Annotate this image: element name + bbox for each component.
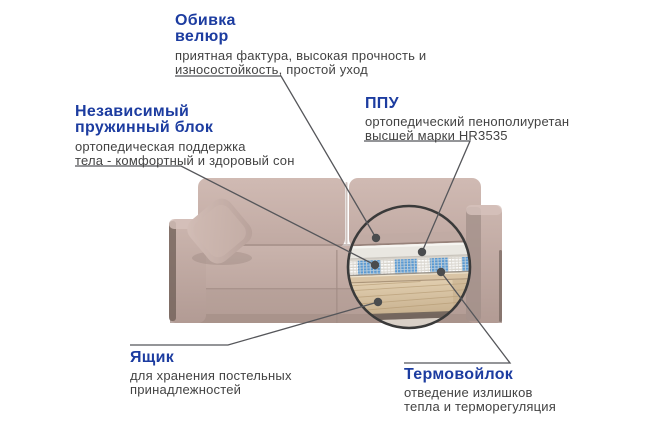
pillow (187, 198, 253, 264)
feature-spring-block-description: ортопедическая поддержка тела - комфортн… (75, 138, 295, 168)
callout-line-storage-box (130, 301, 379, 346)
layer-foam-highlight (348, 241, 470, 250)
armrest-right-top (466, 205, 502, 215)
seat-center-seam (336, 250, 338, 323)
callout-dots (370, 233, 446, 307)
feature-ppu-title: ППУ (365, 95, 399, 112)
callout-line-thermo-felt (404, 271, 512, 364)
layer-springs-bottom-line (348, 270, 470, 277)
feature-ppu-description: ортопедический пенополиуретан высшей мар… (365, 114, 570, 144)
layer-wood-box (348, 278, 470, 316)
feature-upholstery-title: Обивка велюр (175, 12, 236, 46)
callout-dot-storage-box (373, 297, 383, 307)
feature-spring-block: Независимый пружинный блок ортопедическа… (75, 103, 385, 168)
layer-foam-bottom-line (348, 253, 470, 260)
feature-storage-box-description: для хранения постельных принадлежностей (130, 368, 292, 398)
feature-upholstery: Обивка велюр приятная фактура, высокая п… (175, 12, 485, 77)
callout-dot-thermo-felt (436, 267, 446, 277)
feature-upholstery-description: приятная фактура, высокая прочность и из… (175, 47, 427, 77)
layer-thermo-felt (348, 271, 470, 284)
callout-line-upholstery (175, 75, 377, 239)
back-cushion-right (349, 178, 481, 248)
feature-thermo-felt: Термовойлок отведение излишков тепла и т… (404, 366, 649, 415)
callout-lines (75, 75, 512, 364)
callout-dot-upholstery (371, 233, 381, 243)
callout-dot-spring-block (370, 260, 380, 270)
layer-felt-highlight (348, 271, 470, 278)
feature-spring-block-title: Независимый пружинный блок (75, 103, 214, 137)
feature-ppu: ППУ ортопедический пенополиуретан высшей… (365, 95, 605, 144)
feature-thermo-felt-title: Термовойлок (404, 366, 514, 383)
armrest-right-edge (499, 250, 502, 322)
armrest-right-inner-shade (466, 207, 481, 321)
callout-line-ppu (364, 140, 471, 253)
feature-storage-box: Ящик для хранения постельных принадлежно… (130, 349, 390, 398)
callout-line-spring-block (75, 165, 376, 266)
magnifier-circle (346, 204, 472, 330)
layer-fabric-edge-line (348, 239, 470, 247)
feature-thermo-felt-description: отведение излишков тепла и терморегуляци… (404, 385, 557, 415)
armrest-left-edge (169, 221, 176, 321)
feature-storage-box-title: Ящик (130, 349, 175, 366)
callout-dot-ppu (417, 247, 427, 257)
cushion-gap-seam (345, 182, 348, 244)
armrest-left (169, 219, 206, 323)
